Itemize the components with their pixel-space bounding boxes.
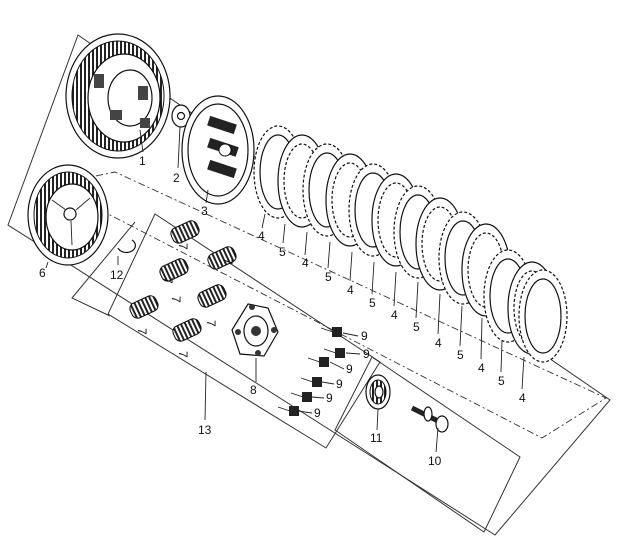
box-12	[71, 221, 136, 317]
bolts	[277, 327, 345, 416]
callout-5b: 5	[325, 270, 332, 284]
callout-9a: 9	[361, 329, 368, 343]
callout-5c: 5	[369, 296, 376, 310]
callout-3: 3	[201, 204, 208, 218]
callout-5e: 5	[457, 348, 464, 362]
callout-4b: 4	[302, 256, 309, 270]
callout-7a: 7	[176, 243, 190, 250]
callout-9e: 9	[326, 391, 333, 405]
callout-1: 1	[139, 154, 146, 168]
pressure-plate	[231, 303, 279, 357]
clutch-plates	[253, 125, 568, 363]
release-bearing	[365, 374, 391, 410]
callout-9d: 9	[336, 377, 343, 391]
box-10-11	[334, 356, 521, 533]
callout-7g: 7	[176, 351, 190, 358]
callout-4f: 4	[478, 361, 485, 375]
driven-gear	[27, 164, 109, 266]
callout-4a: 4	[258, 229, 265, 243]
callout-7f: 7	[135, 328, 149, 335]
callout-4c: 4	[347, 283, 354, 297]
clutch-center	[181, 95, 255, 205]
callout-6: 6	[39, 266, 46, 280]
leader-lines	[45, 126, 439, 453]
callout-5f: 5	[498, 374, 505, 388]
callout-7e: 7	[204, 320, 218, 327]
callout-4d: 4	[391, 308, 398, 322]
callout-7d: 7	[169, 296, 183, 303]
callout-11: 11	[370, 431, 383, 445]
plate-leaders	[261, 213, 525, 390]
callout-7b: 7	[221, 258, 235, 265]
callout-12: 12	[110, 268, 124, 282]
callout-5d: 5	[413, 320, 420, 334]
callout-2: 2	[173, 171, 180, 185]
box-13	[107, 213, 381, 449]
callout-4e: 4	[435, 336, 442, 350]
clutch-springs	[129, 220, 237, 342]
inner-dashed-boundary	[50, 171, 607, 439]
clutch-housing	[65, 33, 171, 159]
callout-5a: 5	[279, 245, 286, 259]
circlip	[117, 239, 136, 254]
callout-9f: 9	[314, 406, 321, 420]
callout-10: 10	[428, 454, 442, 468]
callout-13: 13	[198, 423, 212, 437]
callout-8: 8	[250, 383, 257, 397]
callout-9c: 9	[346, 362, 353, 376]
outer-frame	[7, 34, 611, 536]
lifter-rod	[410, 405, 449, 433]
callout-9b: 9	[363, 347, 370, 361]
callout-7c: 7	[161, 277, 175, 284]
callout-labels: 1 2 3 6 12 13 8 11 10 7 7 7 7 7 7 7 9 9 …	[39, 154, 526, 468]
callout-4g: 4	[519, 391, 526, 405]
